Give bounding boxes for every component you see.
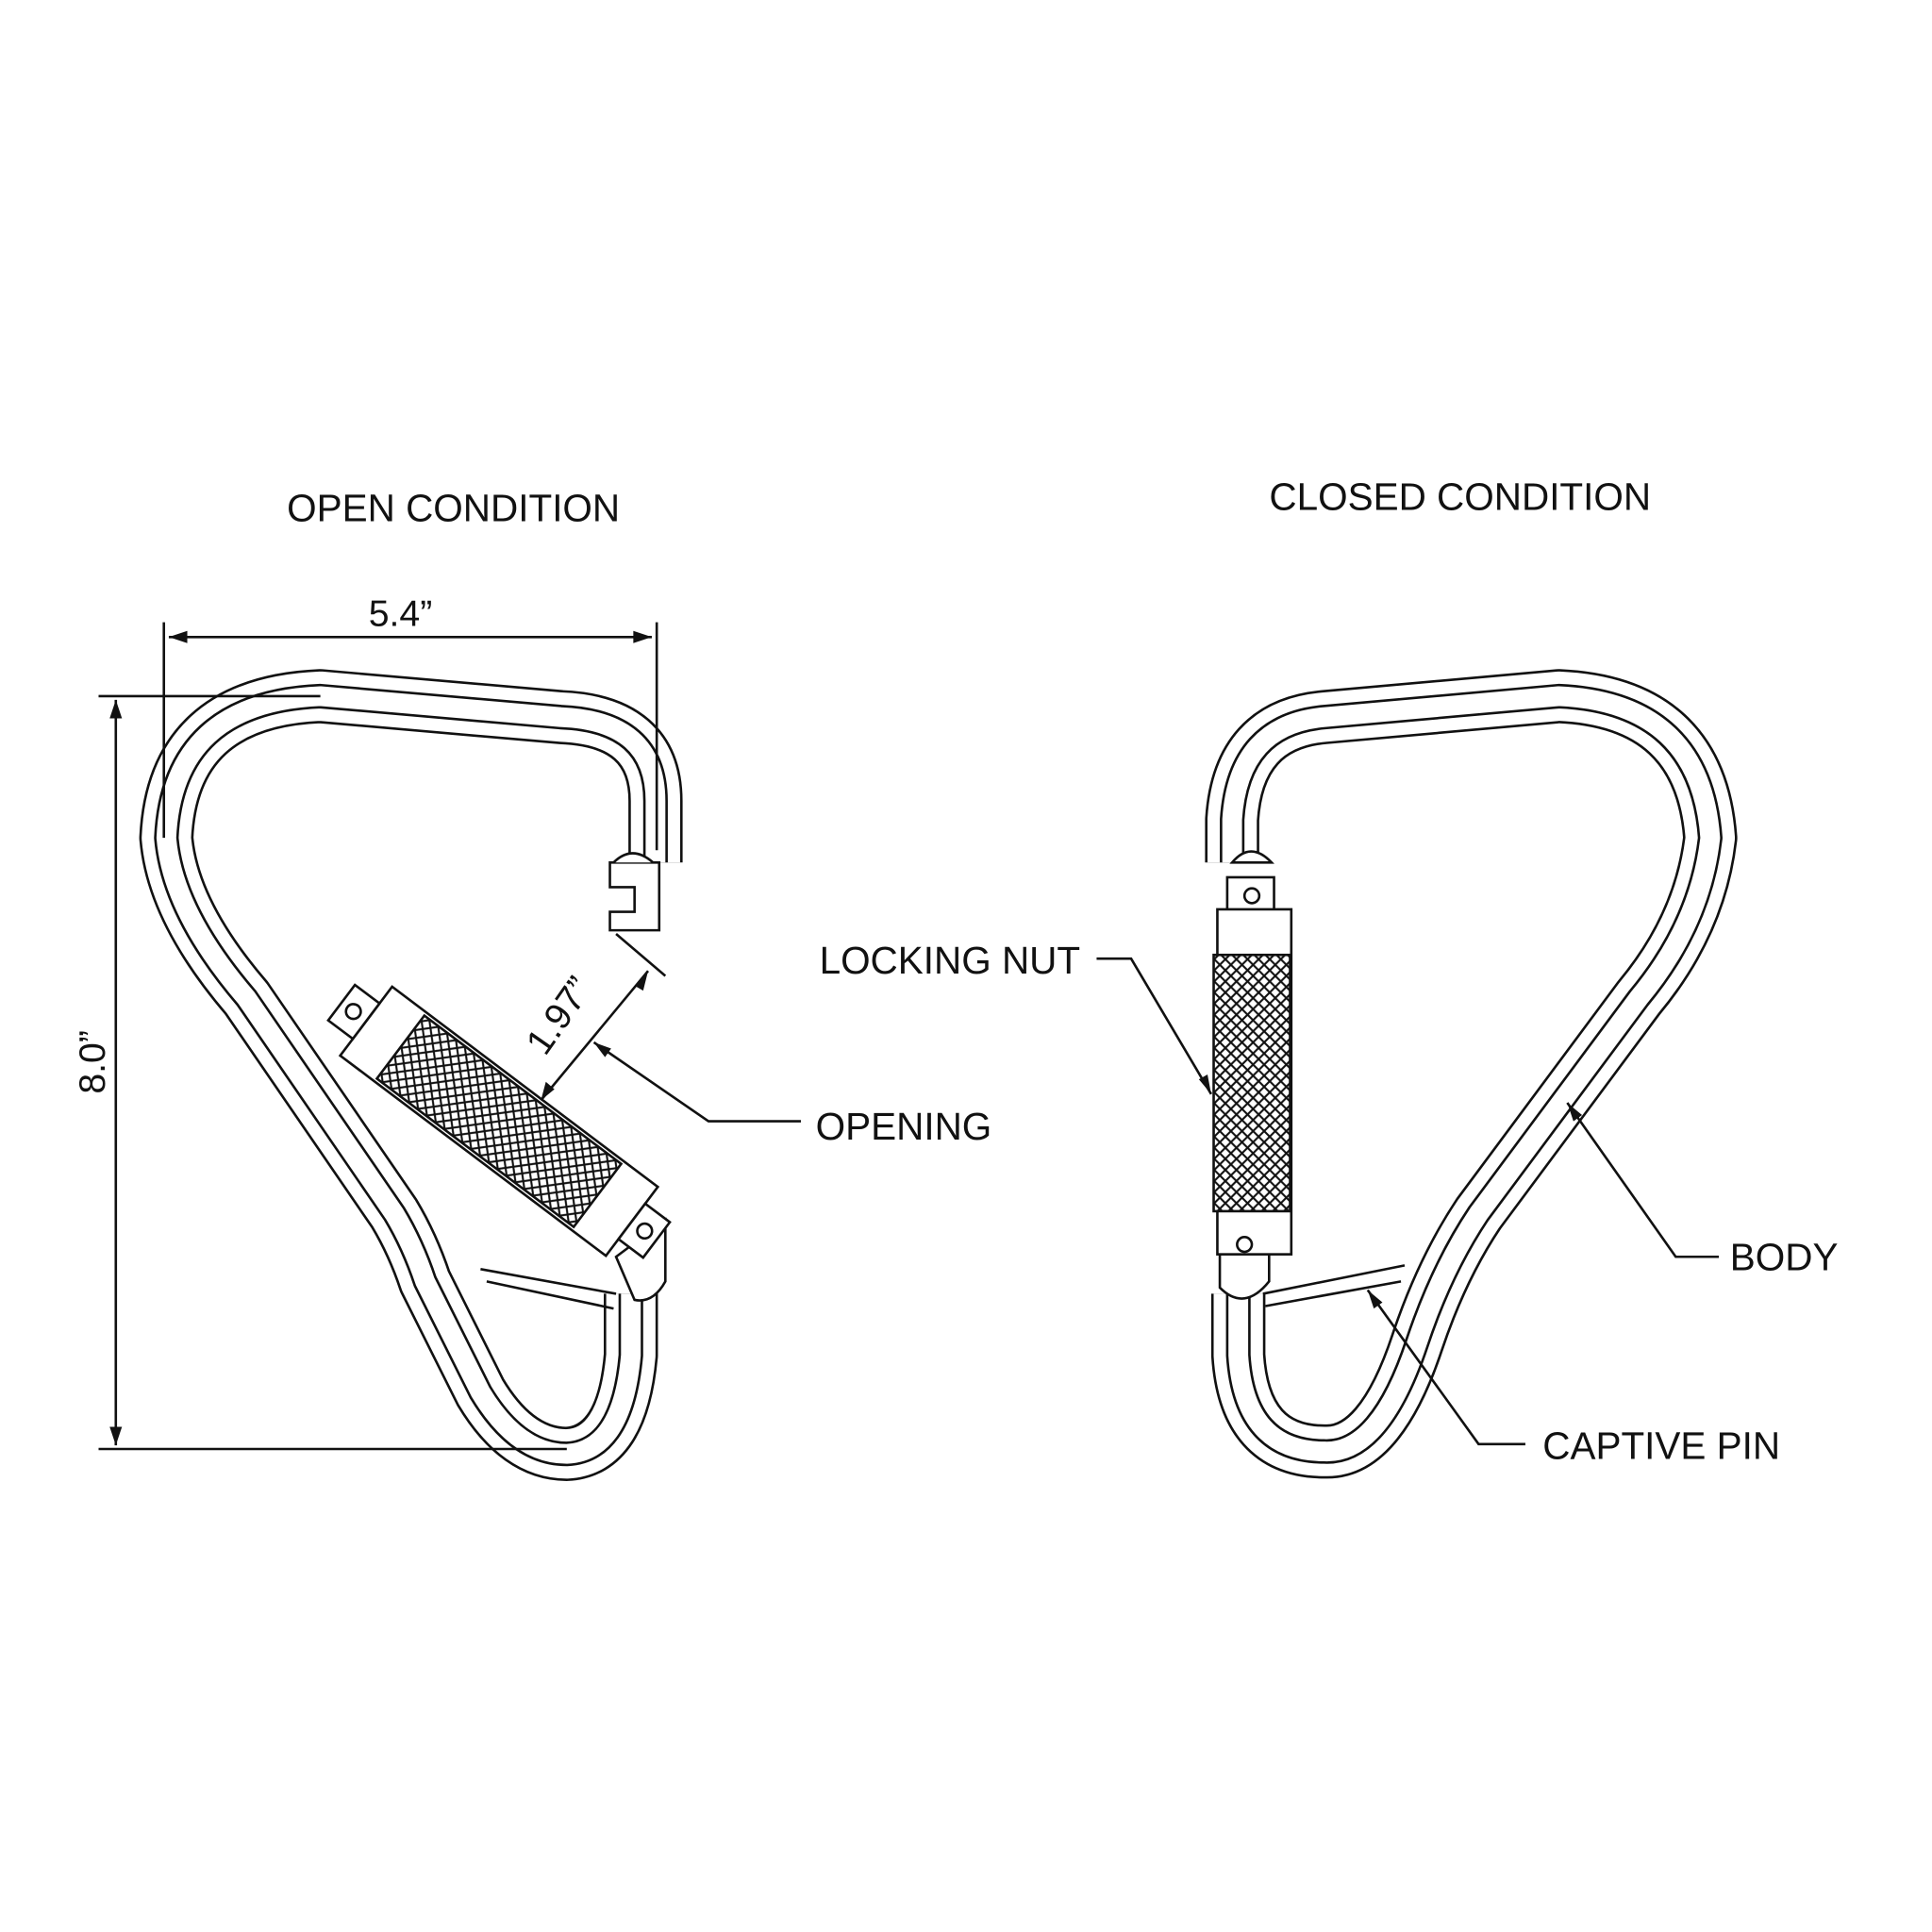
width-dimension: 5.4” (162, 594, 658, 851)
closed-carabiner-body (1205, 669, 1738, 1479)
open-carabiner-body (139, 669, 683, 1481)
captive-pin-callout: CAPTIVE PIN (1366, 1289, 1780, 1467)
captive-pin-label: CAPTIVE PIN (1542, 1424, 1780, 1467)
closed-locking-nut (1212, 875, 1293, 1256)
open-condition-title: OPEN CONDITION (287, 486, 620, 529)
open-locking-nut (326, 983, 672, 1259)
locking-nut-callout: LOCKING NUT (820, 939, 1213, 1095)
opening-label: OPENING (816, 1105, 992, 1148)
body-callout: BODY (1566, 1102, 1839, 1279)
closed-condition-title: CLOSED CONDITION (1269, 475, 1651, 519)
width-value: 5.4” (369, 594, 433, 635)
body-label: BODY (1730, 1236, 1839, 1279)
locking-nut-label: LOCKING NUT (820, 939, 1081, 982)
height-value: 8.0” (73, 1030, 113, 1094)
height-dimension: 8.0” (73, 694, 567, 1451)
opening-value: 1.97” (519, 970, 600, 1062)
